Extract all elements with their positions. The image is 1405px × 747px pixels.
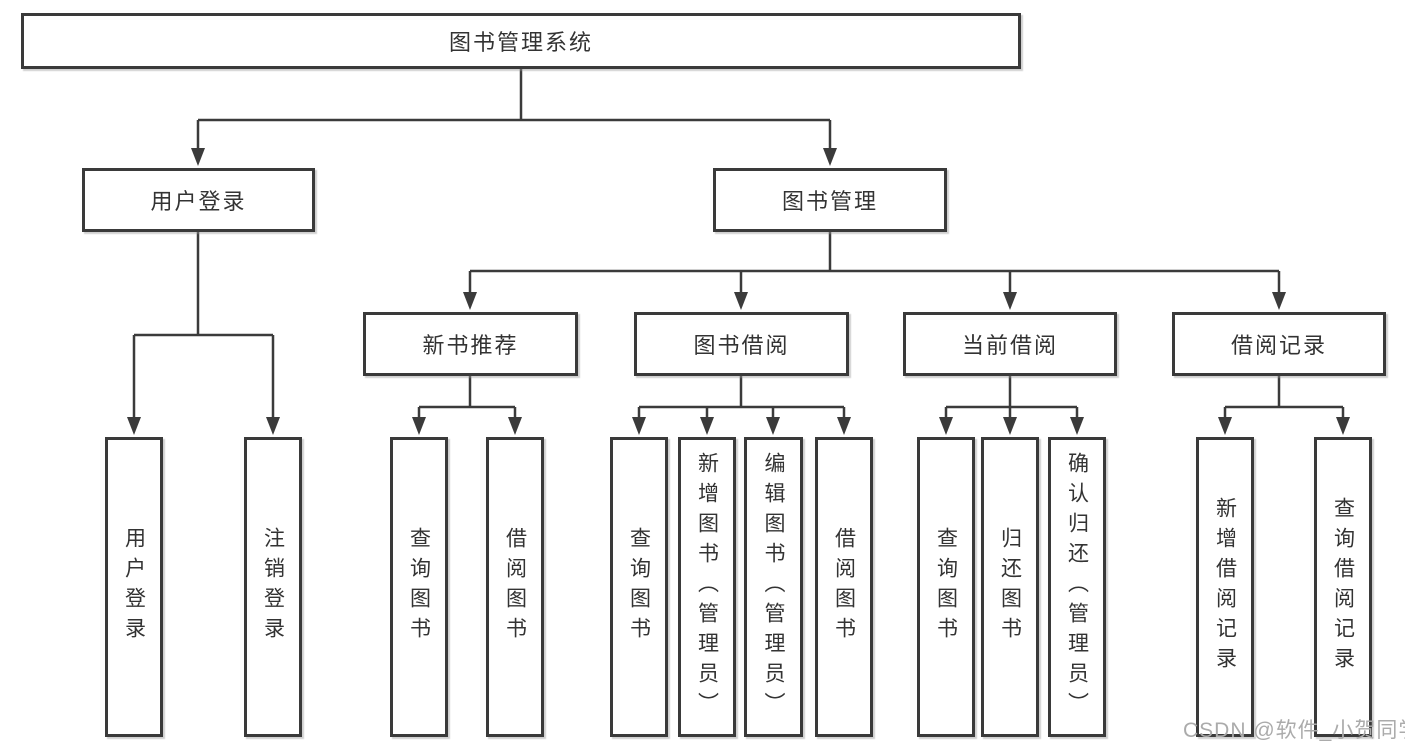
leaf-borrow-books-recommend: 借阅图书 — [486, 437, 544, 737]
node-label: 图书管理系统 — [448, 30, 593, 55]
leaf-label: 新增图书（管理员） — [695, 452, 719, 722]
node-book-management: 图书管理 — [713, 168, 947, 232]
node-borrow-records: 借阅记录 — [1172, 312, 1386, 376]
leaf-user-login: 用户登录 — [105, 437, 163, 737]
leaf-logout-login: 注销登录 — [244, 437, 302, 737]
leaf-borrow-books: 借阅图书 — [815, 437, 873, 737]
leaf-label: 借阅图书 — [503, 527, 527, 647]
leaf-label: 注销登录 — [261, 527, 285, 647]
leaf-label: 归还图书 — [998, 527, 1022, 647]
leaf-query-borrow-record: 查询借阅记录 — [1314, 437, 1372, 737]
node-label: 当前借阅 — [961, 333, 1058, 358]
node-label: 图书管理 — [781, 189, 878, 214]
csdn-watermark: CSDN @软件_小贺同学 — [1183, 719, 1405, 742]
leaf-label: 借阅图书 — [832, 527, 856, 647]
node-label: 新书推荐 — [422, 333, 519, 358]
leaf-label: 查询图书 — [407, 527, 431, 647]
leaf-label: 查询借阅记录 — [1331, 497, 1355, 677]
leaf-query-books-borrow: 查询图书 — [610, 437, 668, 737]
leaf-confirm-return-admin: 确认归还（管理员） — [1048, 437, 1106, 737]
leaf-label: 查询图书 — [627, 527, 651, 647]
node-new-book-recommend: 新书推荐 — [363, 312, 578, 376]
leaf-query-books-current: 查询图书 — [917, 437, 975, 737]
node-current-borrow: 当前借阅 — [903, 312, 1117, 376]
leaf-edit-books-admin: 编辑图书（管理员） — [744, 437, 803, 737]
leaf-label: 新增借阅记录 — [1213, 497, 1237, 677]
leaf-add-books-admin: 新增图书（管理员） — [678, 437, 736, 737]
node-label: 借阅记录 — [1230, 333, 1327, 358]
node-label: 用户登录 — [150, 189, 247, 214]
leaf-label: 确认归还（管理员） — [1065, 452, 1089, 722]
leaf-query-books-recommend: 查询图书 — [390, 437, 448, 737]
leaf-return-books: 归还图书 — [981, 437, 1039, 737]
leaf-add-borrow-record: 新增借阅记录 — [1196, 437, 1254, 737]
leaf-label: 用户登录 — [122, 527, 146, 647]
leaf-label: 查询图书 — [934, 527, 958, 647]
node-book-borrow: 图书借阅 — [634, 312, 849, 376]
node-root-system: 图书管理系统 — [21, 13, 1021, 69]
leaf-label: 编辑图书（管理员） — [762, 452, 785, 722]
node-label: 图书借阅 — [693, 333, 790, 358]
node-user-login: 用户登录 — [82, 168, 315, 232]
